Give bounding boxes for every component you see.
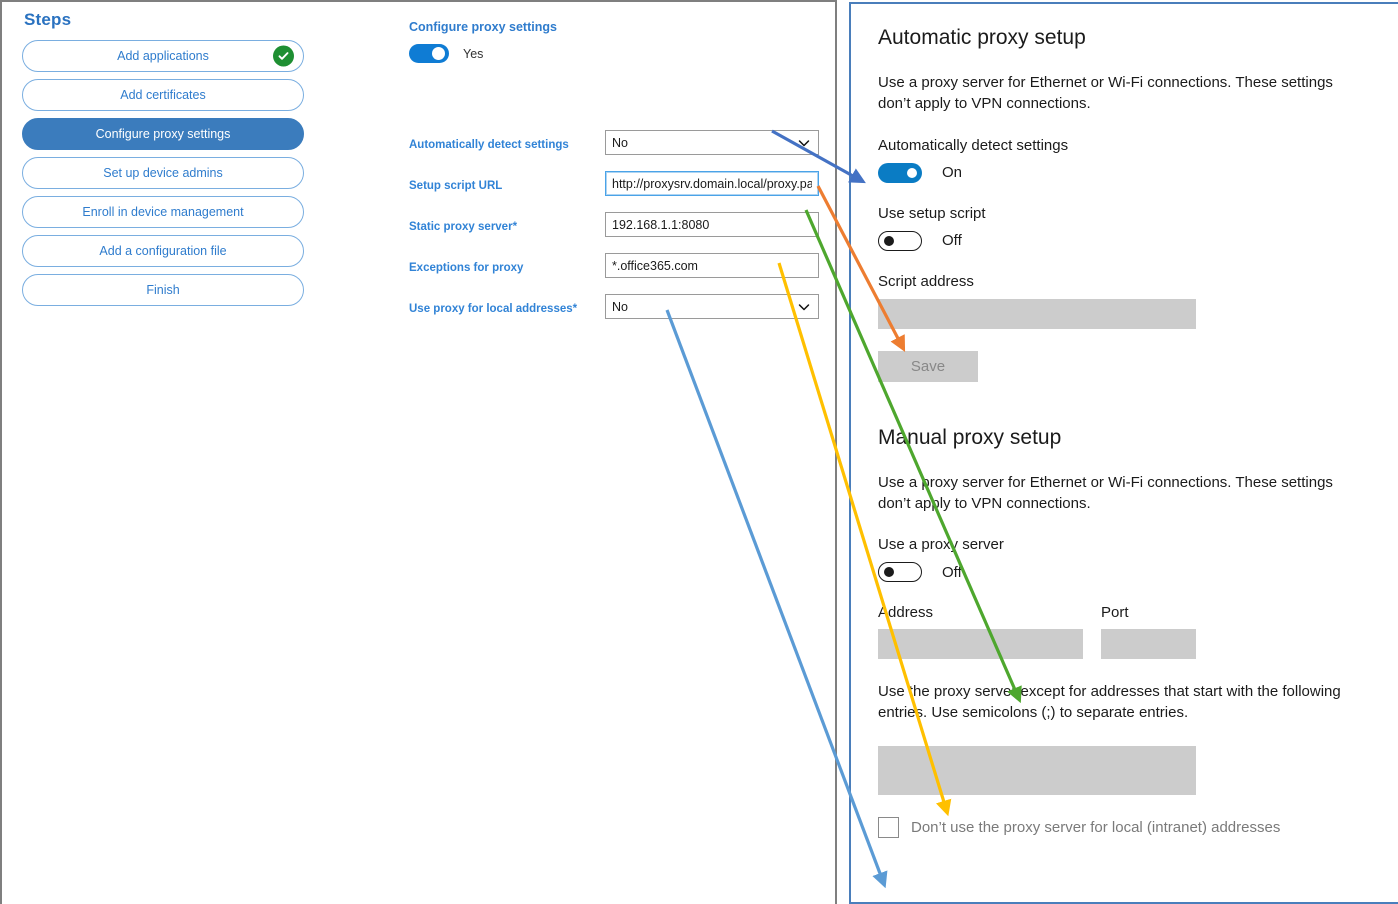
sidebar-item-add-certificates[interactable]: Add certificates [22, 79, 304, 111]
use-setup-script-label: Use setup script [878, 204, 986, 222]
step-label: Set up device admins [103, 166, 223, 180]
toggle-knob [884, 235, 894, 246]
field-value: *.office365.com [612, 258, 698, 273]
automatic-proxy-setup-description: Use a proxy server for Ethernet or Wi-Fi… [878, 74, 1333, 113]
script-address-label: Script address [878, 272, 974, 290]
bypass-local-row: Don’t use the proxy server for local (in… [878, 816, 1368, 838]
chevron-down-icon [798, 137, 810, 149]
sidebar-item-finish[interactable]: Finish [22, 274, 304, 306]
wizard-pane: Steps Add applications Add certificates … [0, 0, 837, 904]
manual-proxy-setup-heading: Manual proxy setup [878, 425, 1062, 449]
configure-proxy-form: Configure proxy settings Yes Automatical… [409, 20, 829, 319]
script-address-input[interactable] [878, 298, 1196, 329]
sidebar-item-add-a-configuration-file[interactable]: Add a configuration file [22, 235, 304, 267]
field-value: No [612, 299, 628, 314]
configure-proxy-toggle-row: Yes [409, 44, 829, 63]
address-input[interactable] [878, 629, 1083, 660]
form-fields: Automatically detect settings No Setup s… [409, 130, 829, 335]
exceptions-description: Use the proxy server except for addresse… [878, 683, 1341, 722]
address-label: Address [878, 604, 934, 622]
step-label: Add a configuration file [99, 244, 227, 258]
configure-proxy-toggle-label: Yes [463, 46, 484, 61]
toggle-knob [884, 567, 894, 578]
automatically-detect-settings-label: Automatically detect settings [878, 136, 1069, 154]
use-setup-script-state: Off [942, 232, 962, 250]
step-label: Finish [146, 283, 180, 297]
automatically-detect-settings-state: On [942, 164, 963, 182]
field-value: 192.168.1.1:8080 [612, 217, 710, 232]
manual-proxy-setup-description: Use a proxy server for Ethernet or Wi-Fi… [878, 473, 1333, 512]
configure-proxy-toggle[interactable] [409, 44, 449, 63]
sidebar-item-add-applications[interactable]: Add applications [22, 40, 304, 72]
windows-proxy-settings-pane: Automatic proxy setup Use a proxy server… [849, 2, 1398, 904]
field-label: Static proxy server* [409, 221, 518, 233]
field-automatically-detect-settings: Automatically detect settings No [409, 130, 829, 171]
static-proxy-server-input[interactable]: 192.168.1.1:8080 [605, 212, 819, 237]
toggle-knob [907, 167, 917, 178]
field-setup-script-url: Setup script URL http://proxysrv.domain.… [409, 171, 829, 212]
step-label: Add applications [117, 49, 209, 63]
field-label: Exceptions for proxy [409, 262, 524, 274]
steps-title: Steps [24, 10, 72, 29]
use-a-proxy-server-row: Off [878, 562, 1368, 583]
field-use-proxy-for-local-addresses: Use proxy for local addresses* No [409, 294, 829, 335]
steps-panel: Steps Add applications Add certificates … [22, 10, 304, 313]
address-port-row: Address Port [878, 604, 1368, 660]
use-a-proxy-server-toggle[interactable] [878, 562, 922, 583]
port-input[interactable] [1101, 629, 1196, 660]
sidebar-item-configure-proxy-settings[interactable]: Configure proxy settings [22, 118, 304, 150]
save-button[interactable]: Save [878, 350, 978, 382]
step-label: Configure proxy settings [95, 127, 231, 141]
sidebar-item-enroll-in-device-management[interactable]: Enroll in device management [22, 196, 304, 228]
use-setup-script-toggle[interactable] [878, 230, 922, 251]
chevron-down-icon [798, 301, 810, 313]
use-a-proxy-server-label: Use a proxy server [878, 536, 1004, 554]
field-label: Automatically detect settings [409, 139, 569, 151]
setup-script-url-input[interactable]: http://proxysrv.domain.local/proxy.pa [605, 171, 819, 196]
field-value: http://proxysrv.domain.local/proxy.pa [612, 176, 812, 191]
automatically-detect-settings-toggle[interactable] [878, 162, 922, 183]
step-label: Add certificates [120, 88, 206, 102]
bypass-local-checkbox[interactable] [878, 816, 899, 838]
use-a-proxy-server-state: Off [942, 563, 962, 581]
automatically-detect-settings-row: On [878, 162, 1368, 183]
toggle-knob [432, 47, 445, 60]
automatically-detect-settings-select[interactable]: No [605, 130, 819, 155]
step-label: Enroll in device management [82, 205, 244, 219]
automatic-proxy-setup-heading: Automatic proxy setup [878, 26, 1086, 49]
port-label: Port [1101, 604, 1129, 622]
check-circle-icon [273, 45, 294, 67]
sidebar-item-set-up-device-admins[interactable]: Set up device admins [22, 157, 304, 189]
field-value: No [612, 135, 628, 150]
use-proxy-for-local-addresses-select[interactable]: No [605, 294, 819, 319]
bypass-local-label: Don’t use the proxy server for local (in… [911, 818, 1281, 836]
field-static-proxy-server: Static proxy server* 192.168.1.1:8080 [409, 212, 829, 253]
field-label: Setup script URL [409, 180, 503, 192]
field-exceptions-for-proxy: Exceptions for proxy *.office365.com [409, 253, 829, 294]
exceptions-input[interactable] [878, 745, 1196, 795]
use-setup-script-row: Off [878, 230, 1368, 251]
exceptions-for-proxy-input[interactable]: *.office365.com [605, 253, 819, 278]
form-heading: Configure proxy settings [409, 20, 557, 34]
field-label: Use proxy for local addresses* [409, 303, 578, 315]
